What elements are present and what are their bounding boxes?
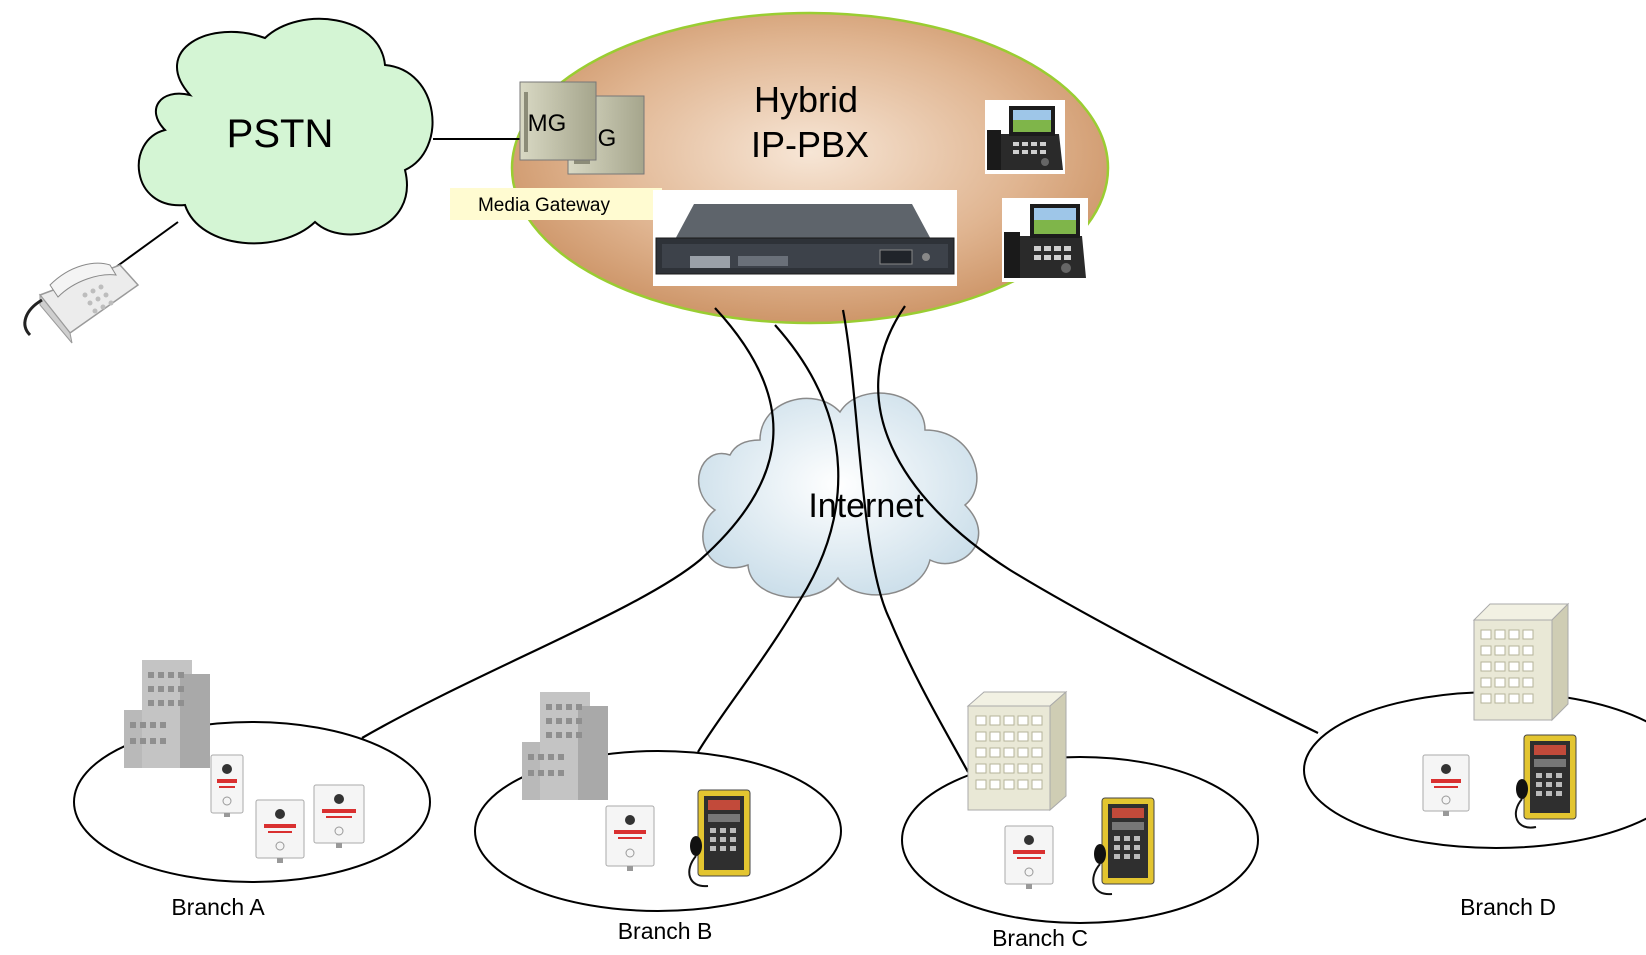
hybrid-label-line2: IP-PBX [751, 124, 869, 165]
office-building-icon [1472, 602, 1570, 722]
media-gateway-front-icon: MG [519, 81, 597, 161]
branch-d-label: Branch D [1460, 894, 1556, 920]
desk-phone-icon [23, 262, 140, 344]
branch-d: Branch D [1303, 691, 1646, 920]
media-gateway-back-label: G [598, 125, 617, 152]
media-gateway-label: Media Gateway [478, 195, 611, 216]
pstn-cloud: PSTN [137, 17, 434, 245]
office-building-icon [966, 690, 1068, 812]
rack-server-icon [653, 190, 957, 286]
hybrid-label-line1: Hybrid [754, 79, 858, 120]
pstn-label: PSTN [227, 112, 334, 156]
media-gateway-front-label: MG [528, 110, 567, 137]
link-pbx-branch-b [697, 324, 840, 753]
emergency-intercom-icon [1422, 754, 1470, 816]
emergency-intercom-icon [1004, 825, 1054, 889]
office-building-icon [522, 692, 608, 800]
branch-c-label: Branch C [992, 925, 1088, 951]
link-pbx-branch-c [841, 309, 969, 773]
link-pbx-branch-d [877, 305, 1319, 734]
internet-cloud: Internet [697, 392, 980, 599]
emergency-intercom-icon [313, 784, 365, 848]
ip-phone-icon [1002, 198, 1088, 282]
emergency-intercom-icon [210, 754, 244, 817]
ip-phone-icon [985, 100, 1065, 174]
payphone-icon [1514, 734, 1577, 829]
link-pbx-branch-a [361, 307, 775, 739]
branch-c: Branch C [901, 756, 1259, 951]
branch-a-label: Branch A [171, 894, 265, 920]
wan-links [361, 305, 1319, 773]
office-building-icon [124, 660, 210, 768]
emergency-intercom-icon [605, 805, 655, 871]
media-gateway-caption: Media Gateway [450, 188, 662, 220]
payphone-icon [688, 789, 751, 888]
emergency-intercom-icon [255, 799, 305, 863]
payphone-icon [1092, 797, 1155, 896]
branch-b-label: Branch B [618, 918, 713, 944]
